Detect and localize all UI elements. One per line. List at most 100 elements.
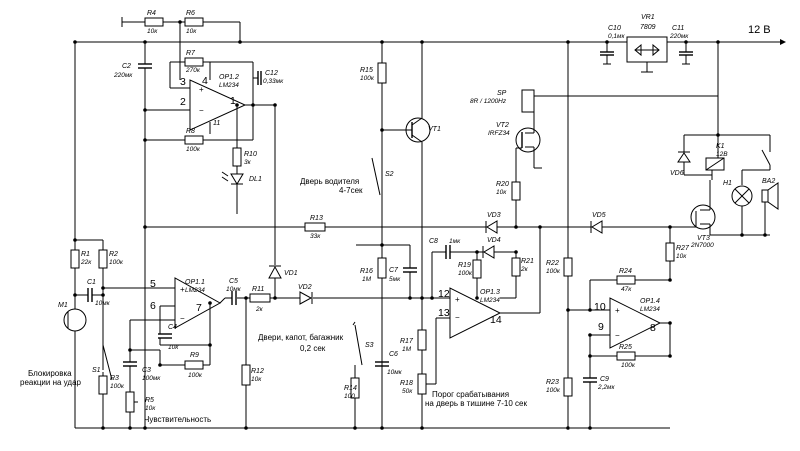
junction-dot [353,426,357,430]
k1-ref: K1 [716,143,725,150]
junction-dot [566,40,570,44]
c9-ref: C9 [600,376,609,383]
note-door-driver-2: 4-7сек [339,186,363,195]
op1-4-ref: OP1.4 [640,298,660,305]
potentiometer-r5: R5 10к [125,388,156,428]
r20-val: 10к [496,189,507,196]
r4-ref: R4 [147,10,156,17]
capacitor-c1: C1 10мк [75,279,175,307]
junction-dot [273,103,277,107]
transistor-vt2: VT2 IRFZ34 [488,112,542,169]
r8-val: 100к [186,146,201,153]
c4-val: 10к [168,344,179,351]
junction-dot [475,250,479,254]
junction-dot [380,40,384,44]
c8-ref: C8 [429,238,438,245]
transistor-vt1: VT1 [382,42,441,298]
junction-dot [101,426,105,430]
opamp-op1-2: + − 3 2 1 4 11 OP1.2 LM234 [145,62,275,134]
resistor-r24: R24 47к [589,268,670,310]
vd4-ref: VD4 [487,237,501,244]
opamp-op1-3: + − 12 13 14 OP1.3 LM234 [436,287,540,339]
op1-1-ref: OP1.1 [185,279,205,286]
lamp-h1: H1 [723,180,753,235]
c11-val: 220мк [669,33,689,40]
op1-4-plus: + [615,306,620,315]
junction-dot [588,426,592,430]
switch-s2: S2 [371,157,394,196]
junction-dot [588,308,592,312]
op1-1-plus: + [180,285,185,294]
vt1-ref: VT1 [428,126,441,133]
capacitor-c7: C7 5мк [389,245,417,298]
c6-val: 10мк [387,369,403,376]
op1-3-minus: − [455,313,460,322]
r15-ref: R15 [360,67,373,74]
op1-1-part: LM234 [185,287,205,294]
c5-val: 10мк [226,286,242,293]
vt2-ref: VT2 [496,122,509,129]
junction-dot [273,296,277,300]
r3-val: 100к [110,383,125,390]
r9-ref: R9 [190,352,199,359]
r17-ref: R17 [400,338,414,345]
opamp-op1-1: + − 5 6 7 OP1.1 LM234 [130,277,226,329]
c7-val: 5мк [389,276,401,283]
r1-val: 22к [80,259,92,266]
resistor-r22: R22 100к [546,42,573,378]
note-doors-1: Двери, капот, багажник [258,333,344,342]
r8-ref: R8 [186,128,195,135]
capacitor-c6: C6 10мк [375,350,403,376]
junction-dot [566,426,570,430]
capacitor-c3: C3 100мк [123,349,161,388]
r11-val: 2к [255,306,264,313]
capacitor-c5: C5 10мк [226,278,242,305]
resistor-r15: R15 100к [360,42,387,245]
capacitor-c2: C2 220мк [113,42,152,428]
resistor-r21: R21 2к [500,252,534,299]
relay-k1: K1 12В [683,42,728,180]
r12-ref: R12 [251,368,264,375]
junction-dot [588,354,592,358]
op1-1-pin7: 7 [196,302,202,314]
diode-vd1: VD1 [268,265,298,279]
c2-ref: C2 [122,63,131,70]
junction-dot [73,40,77,44]
junction-dot [128,348,132,352]
op1-3-out-net [515,200,541,313]
diode-vd2: VD2 [298,284,313,305]
junction-dot [588,333,592,337]
ba2-ref: BA2 [762,178,775,185]
vd6-ref: VD6 [670,170,684,177]
transistor-vt3: VT3 2N7000 [690,180,770,249]
junction-dot [420,40,424,44]
junction-dot [143,108,147,112]
r23-ref: R23 [546,379,559,386]
junction-dot [668,278,672,282]
junction-dot [684,40,688,44]
r22-val: 100к [546,268,561,275]
c8-val: 1мк [449,238,461,245]
c12-val: 0,33мк [263,78,284,85]
r10-ref: R10 [244,151,257,158]
junction-dot [178,20,182,24]
resistor-r10: R10 3к [232,105,257,174]
r27-val: 10к [676,253,687,260]
k1-val: 12В [716,151,728,158]
r5-val: 10к [145,405,156,412]
r7-ref: R7 [186,50,196,57]
r10-val: 3к [244,159,252,166]
junction-dot [158,363,162,367]
c5-ref: C5 [229,278,238,285]
junction-dot [235,103,239,107]
junction-dot [538,225,542,229]
c1-ref: C1 [87,279,96,286]
junction-dot [605,40,609,44]
op1-2-pin4: 4 [202,75,208,87]
note-threshold-1: Порог срабатывания [432,390,509,399]
resistor-r20: R20 10к [496,148,521,201]
switch-s3: S3 [352,321,374,366]
capacitor-c12: C12 0,33мк [252,70,284,105]
junction-dot [143,138,147,142]
resistor-r8: R8 100к [145,105,254,153]
